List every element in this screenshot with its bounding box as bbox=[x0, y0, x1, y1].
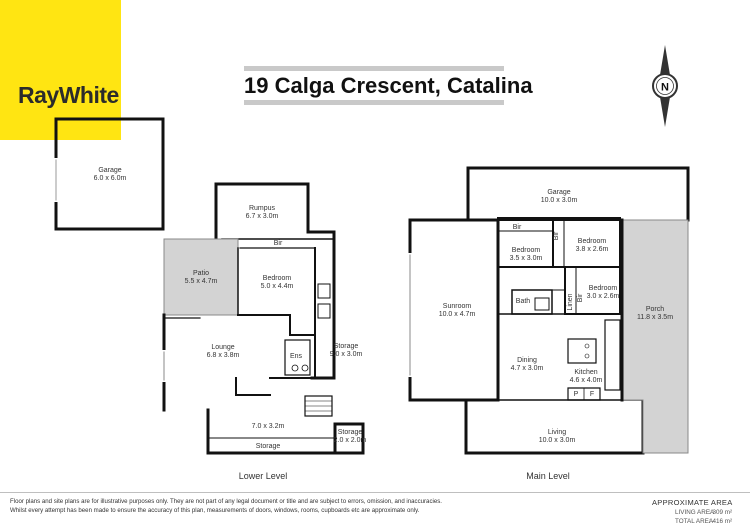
lower-garage-name: Garage bbox=[98, 167, 121, 174]
living-area-value: : 309 m² bbox=[709, 509, 733, 516]
storage-small-size: 2.0 x 2.0m bbox=[334, 437, 367, 444]
bedroom1-size: 3.5 x 3.0m bbox=[510, 255, 543, 262]
storage-walls bbox=[310, 230, 336, 380]
dining-name: Dining bbox=[517, 357, 537, 364]
kitchen-size: 4.6 x 4.0m bbox=[570, 377, 603, 384]
bir3-name: Bir bbox=[577, 293, 584, 302]
storage-small-name: Storage bbox=[338, 429, 363, 436]
rumpus-walls bbox=[214, 182, 336, 234]
rumpus-size: 6.7 x 3.0m bbox=[246, 213, 279, 220]
sunroom-name: Sunroom bbox=[443, 303, 472, 310]
sunroom-size: 10.0 x 4.7m bbox=[439, 311, 476, 318]
living-walls bbox=[464, 398, 645, 455]
raywhite-logo-text: RayWhite bbox=[18, 82, 119, 108]
patio-size: 5.5 x 4.7m bbox=[185, 278, 218, 285]
storage-main-name: Storage bbox=[334, 343, 359, 350]
bath-name: Bath bbox=[516, 298, 531, 305]
compass-north-label: N bbox=[661, 82, 669, 94]
porch-fill bbox=[621, 219, 689, 454]
lower-bir-name: Bir bbox=[274, 240, 283, 247]
storage-bottom-name: Storage bbox=[256, 443, 281, 450]
living-size: 10.0 x 3.0m bbox=[539, 437, 576, 444]
lower-level-label: Lower Level bbox=[239, 471, 288, 481]
patio-fill bbox=[163, 238, 239, 316]
total-area-row: TOTAL AREA : 416 m² bbox=[675, 518, 732, 525]
fridge-label: F bbox=[590, 391, 594, 398]
lower-garage-walls bbox=[54, 117, 165, 231]
raywhite-logo: RayWhite bbox=[0, 0, 121, 140]
pantry-label: P bbox=[574, 391, 579, 398]
lounge-size: 6.8 x 3.8m bbox=[207, 352, 240, 359]
bedroom1-name: Bedroom bbox=[512, 247, 541, 254]
approximate-area-title: APPROXIMATE AREA bbox=[652, 498, 733, 507]
disclaimer-line-2: Whilst every attempt has been made to en… bbox=[10, 507, 420, 514]
main-level-label: Main Level bbox=[526, 471, 570, 481]
storage-main-size: 9.0 x 3.0m bbox=[330, 351, 363, 358]
ens-name: Ens bbox=[290, 353, 303, 360]
linen-name: Linen bbox=[567, 293, 574, 310]
footer-divider bbox=[0, 492, 750, 493]
main-garage-walls bbox=[466, 166, 690, 222]
lounge-name: Lounge bbox=[211, 344, 234, 351]
main-garage-size: 10.0 x 3.0m bbox=[541, 197, 578, 204]
room-7-size: 7.0 x 3.2m bbox=[252, 423, 285, 430]
lower-bedroom-name: Bedroom bbox=[263, 275, 292, 282]
dining-size: 4.7 x 3.0m bbox=[511, 365, 544, 372]
lower-garage-size: 6.0 x 6.0m bbox=[94, 175, 127, 182]
bedroom3-size: 3.0 x 2.6m bbox=[587, 293, 620, 300]
disclaimer-line-1: Floor plans and site plans are for illus… bbox=[10, 498, 442, 505]
lower-bedroom-size: 5.0 x 4.4m bbox=[261, 283, 294, 290]
bedroom2-name: Bedroom bbox=[578, 238, 607, 245]
bedroom2-size: 3.8 x 2.6m bbox=[576, 246, 609, 253]
bir1-name: Bir bbox=[513, 224, 522, 231]
living-area-row: LIVING AREA : 309 m² bbox=[675, 509, 732, 516]
living-name: Living bbox=[548, 429, 566, 436]
rumpus-name: Rumpus bbox=[249, 205, 276, 212]
total-area-label: TOTAL AREA bbox=[675, 518, 714, 525]
main-garage-name: Garage bbox=[547, 189, 570, 196]
porch-size: 11.8 x 3.5m bbox=[637, 314, 673, 321]
porch-name: Porch bbox=[646, 306, 664, 313]
title-rule-bottom bbox=[244, 100, 504, 105]
bedroom3-name: Bedroom bbox=[589, 285, 618, 292]
patio-name: Patio bbox=[193, 270, 209, 277]
title-rule-top bbox=[244, 66, 504, 71]
bir2-name: Bir bbox=[553, 231, 560, 240]
total-area-value: : 416 m² bbox=[709, 518, 733, 525]
compass-icon: N bbox=[645, 45, 685, 127]
page-title: 19 Calga Crescent, Catalina bbox=[244, 73, 533, 98]
kitchen-name: Kitchen bbox=[574, 369, 597, 376]
living-area-label: LIVING AREA bbox=[675, 509, 715, 516]
sunroom-walls bbox=[408, 218, 500, 402]
